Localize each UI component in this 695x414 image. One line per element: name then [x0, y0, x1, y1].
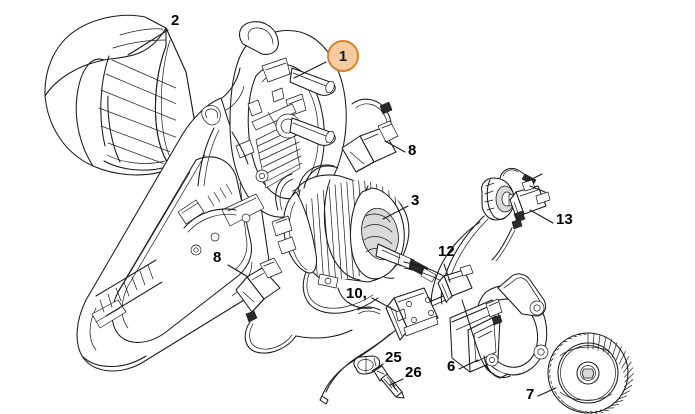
part-label-8b: 8	[213, 249, 222, 266]
part-connector-block	[437, 264, 474, 303]
leader-line-7	[537, 387, 557, 397]
callout-badge-1[interactable]: 1	[327, 40, 359, 72]
part-label-10: 10,	[346, 285, 367, 302]
leader-line-8b	[227, 264, 249, 278]
leader-line-2	[127, 29, 169, 56]
part-armature-stator	[271, 164, 437, 314]
part-label-26: 26	[405, 364, 422, 381]
leader-line-1	[293, 61, 327, 79]
part-label-13: 13	[556, 211, 573, 228]
leader-line-8a	[384, 140, 406, 153]
part-label-6: 6	[447, 358, 456, 375]
part-carbon-brush-lower	[235, 257, 297, 354]
leader-line-3	[382, 205, 409, 220]
part-micro-switch	[481, 167, 551, 262]
leader-line-6	[458, 359, 479, 370]
part-label-3: 3	[411, 192, 420, 209]
part-fan-impeller	[547, 332, 634, 414]
part-carbon-brush-upper	[341, 98, 399, 173]
part-label-8a: 8	[408, 142, 417, 159]
leader-line-10	[371, 297, 397, 312]
leader-lines	[127, 29, 557, 397]
part-sprocket-cover	[44, 14, 195, 176]
part-motor-housing	[76, 21, 347, 372]
leader-line-25	[371, 363, 384, 372]
part-label-25: 25	[385, 349, 402, 366]
part-label-12: 12	[438, 243, 455, 260]
part-clamp-screw	[373, 365, 405, 399]
leader-line-26	[389, 378, 404, 386]
leader-line-13	[529, 209, 554, 224]
part-label-7: 7	[526, 386, 535, 403]
leader-line-12	[443, 263, 451, 283]
part-label-2: 2	[171, 12, 180, 29]
callout-badge-label: 1	[338, 47, 348, 65]
part-motor-bracket	[449, 273, 549, 379]
